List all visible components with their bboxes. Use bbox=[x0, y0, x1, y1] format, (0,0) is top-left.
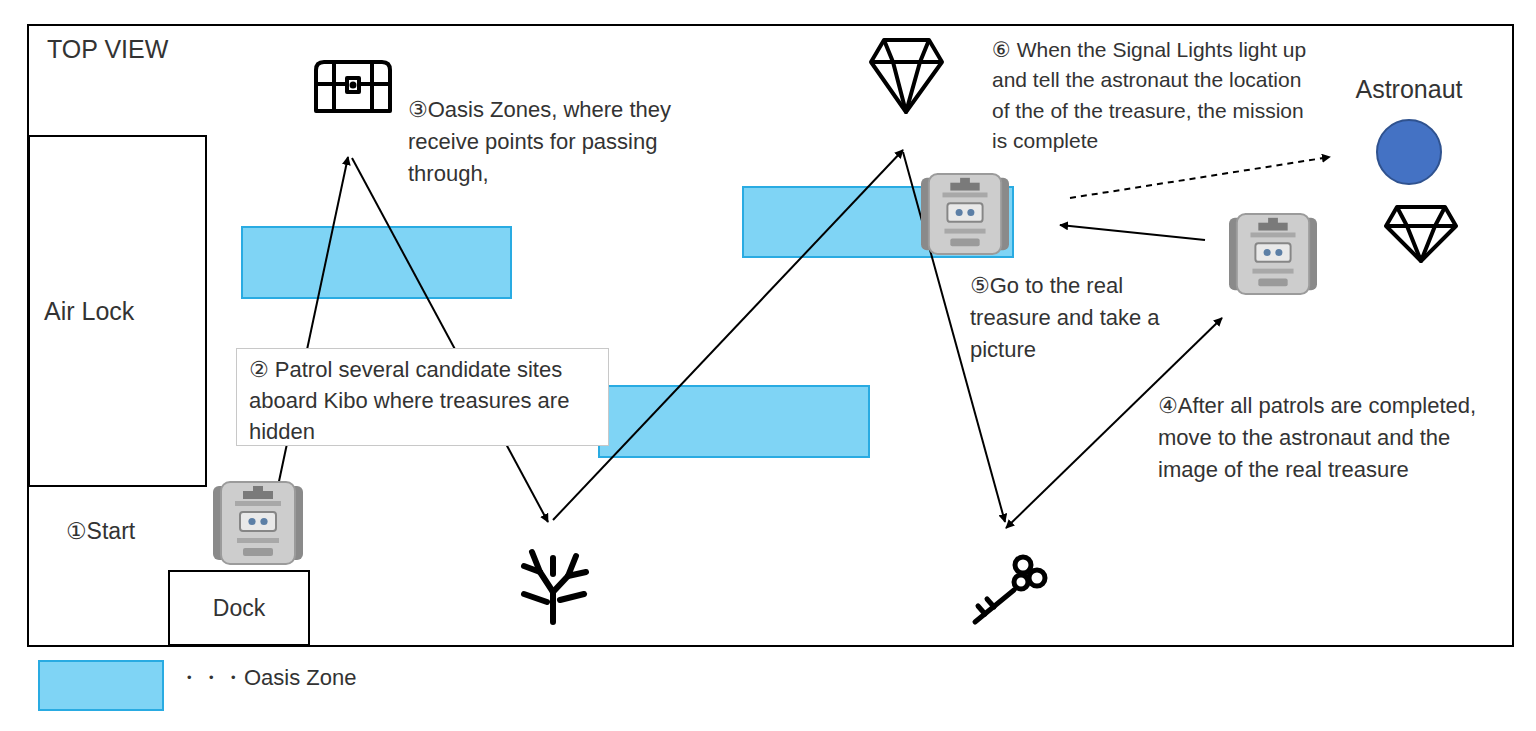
callout-text: ③Oasis Zones, where they receive points … bbox=[408, 94, 680, 190]
key-icon bbox=[975, 557, 1045, 622]
callout-box: ② Patrol several candidate sites aboard … bbox=[236, 348, 609, 446]
circle-outline bbox=[1376, 119, 1442, 185]
treasure-chest-icon bbox=[316, 62, 390, 111]
callout-text: ⑤Go to the real treasure and take a pict… bbox=[970, 270, 1185, 366]
callout-text: ⑥ When the Signal Lights light up and te… bbox=[992, 35, 1322, 157]
node-text: ② Patrol several candidate sites aboard … bbox=[249, 357, 569, 444]
node-text: Air Lock bbox=[44, 297, 134, 326]
node-text: Dock bbox=[213, 595, 265, 622]
robot-icon bbox=[921, 174, 1009, 254]
diamond-icon bbox=[871, 40, 942, 112]
legend-swatch bbox=[38, 660, 164, 711]
room-frame bbox=[28, 25, 1513, 646]
robot-icon bbox=[1229, 214, 1317, 294]
callout-text: ④After all patrols are completed, move t… bbox=[1158, 390, 1498, 486]
robot-icon bbox=[213, 482, 303, 564]
legend-text: ・・・Oasis Zone bbox=[178, 662, 357, 694]
astronaut-circle: Astronaut bbox=[1376, 119, 1442, 185]
oasis-zone bbox=[242, 227, 511, 298]
coral-icon bbox=[524, 552, 586, 622]
oasis-zone bbox=[599, 386, 869, 457]
airlock-box: Air Lock bbox=[28, 135, 207, 487]
view-title: TOP VIEW bbox=[47, 31, 267, 67]
node-text: Astronaut bbox=[1331, 75, 1487, 104]
dock-box: Dock bbox=[168, 570, 310, 646]
callout-number: ①Start bbox=[66, 515, 176, 548]
diamond-icon bbox=[1386, 207, 1456, 261]
